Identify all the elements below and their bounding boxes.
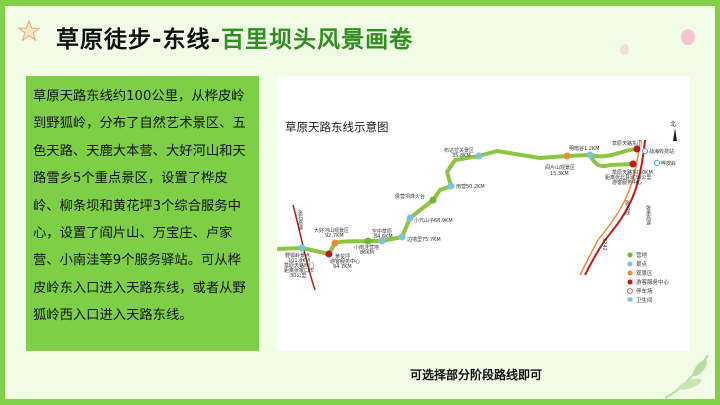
- label-east-exit: 草原天路东口0KM: [612, 169, 653, 176]
- label-houying: 侯营坝烽火台: [395, 193, 425, 200]
- label-yehu-km: 101.8KM: [288, 258, 310, 264]
- map-element: 观景区: [636, 270, 653, 277]
- route-line: [277, 147, 638, 256]
- point-scenic: [475, 152, 483, 160]
- label-xiaonanwa: 小南洼营地: [354, 244, 379, 251]
- flower-decoration: [620, 44, 629, 55]
- label-dahao-km: 92.7KM: [325, 233, 344, 239]
- label-dahao: 大好河山观景区: [314, 227, 349, 234]
- label-kongzhong-km: 84.6KM: [374, 234, 393, 240]
- map-element: [678, 378, 702, 390]
- map-legend: 营地 景点 观景区 游客服务中心 停车场 卫生间: [627, 251, 670, 304]
- map-element: 景点: [636, 261, 648, 268]
- map-element: 游客服务中心: [636, 278, 670, 286]
- north-arrow-icon: [673, 128, 677, 141]
- point-scenic: [586, 151, 594, 159]
- label-yehu: 野狐岭景点: [285, 252, 310, 259]
- label-budala: 布达拉关景区: [444, 147, 474, 154]
- parking-icon: [627, 288, 633, 294]
- label-yanpian: 阎片山观景区: [545, 164, 575, 171]
- north-label: 北: [670, 120, 676, 128]
- point-service-center: [629, 160, 637, 168]
- label-bianqiang: 边墙里75.7KM: [407, 236, 441, 243]
- label-xiaonanwa-km: 86KM: [360, 250, 374, 256]
- legend-camp-icon: [627, 252, 633, 258]
- point-scenic: [406, 214, 414, 222]
- point-camp: [364, 237, 372, 245]
- point-service-center: [325, 250, 333, 258]
- label-xiaoyuan: 小元山子68.9KM: [414, 217, 453, 224]
- point-service-center: [633, 145, 641, 153]
- flower-decoration: [681, 29, 695, 45]
- label-yehu-dist: 距离张家口市: [284, 267, 314, 274]
- point-toll: [642, 148, 648, 154]
- map-element: [692, 359, 708, 377]
- map-element: 停车场: [636, 287, 653, 295]
- map-element: 营地: [636, 251, 648, 259]
- label-east-center: 游客服务中心: [612, 179, 642, 186]
- description-panel: 草原天路东线约100公里，从桦皮岭到野狐岭，分布了自然艺术景区、五色天路、天鹿大…: [26, 76, 259, 351]
- label-east-dist: 距离张北县城30公里: [605, 174, 651, 181]
- title-part2: 百里坝头风景画卷: [221, 27, 414, 53]
- title-part1: 草原徒步-东线-: [56, 27, 222, 53]
- legend-service-icon: [627, 279, 633, 285]
- leaf-decoration: [664, 354, 709, 399]
- label-huapi: 桦皮岭: [661, 160, 676, 167]
- label-huanghua: 黄花坪: [335, 253, 350, 260]
- point-viewpoint: [563, 152, 571, 160]
- label-mingan: 明暗谷1.2KM: [569, 145, 600, 152]
- route-map: 草原天路东线示意图 北 布达拉关景区 35.8KM 明暗谷1.2KM 阎片山观景…: [277, 76, 690, 351]
- label-yehu-gate: 草原天路西门: [284, 262, 314, 269]
- label-road-s242: S242: [601, 238, 607, 251]
- point-scenic: [298, 244, 306, 252]
- legend-scenic-icon: [627, 261, 633, 267]
- map-element: 草原天路东线示意图 北 布达拉关景区 35.8KM 明暗谷1.2KM 阎片山观景…: [284, 120, 677, 279]
- label-road-cheng: 张承高速: [645, 204, 651, 226]
- label-huanghua-km: 94.7KM: [333, 264, 352, 270]
- label-kongzhong: 空中草原: [372, 228, 392, 235]
- point-scenic: [447, 182, 455, 190]
- map-element: [18, 20, 40, 42]
- point-scenic: [378, 237, 386, 245]
- star-icon: [18, 20, 40, 42]
- highway-east-2: [579, 139, 641, 276]
- route-map-graphic: 草原天路东线示意图 北 布达拉关景区 35.8KM 明暗谷1.2KM 阎片山观景…: [277, 120, 677, 304]
- map-title: 草原天路东线示意图: [285, 120, 389, 134]
- point-scenic: [398, 233, 406, 241]
- point-camp: [429, 196, 437, 204]
- caption: 可选择部分阶段路线即可: [410, 368, 543, 382]
- map-element: 卫生间: [636, 296, 653, 304]
- point-huapi: [654, 160, 660, 166]
- highway-east: [584, 139, 646, 276]
- legend-viewpoint-icon: [627, 270, 633, 276]
- label-road-gu: 张沽线: [624, 199, 630, 215]
- label-huanghua-sub: 游客服务中心: [330, 258, 360, 265]
- point-viewpoint: [331, 239, 339, 247]
- label-yanpian-km: 15.3KM: [550, 171, 569, 177]
- label-road-west: 张石高速: [297, 209, 303, 231]
- label-east-gate: 草原天路东门: [612, 140, 642, 147]
- label-budala-km: 35.8KM: [452, 153, 471, 159]
- page-title: 草原徒步-东线-百里坝头风景画卷: [56, 20, 413, 54]
- toilet-icon: [627, 297, 633, 302]
- label-yehu-dist2: 30公里: [290, 273, 306, 279]
- label-toll: 战海收费站: [649, 148, 674, 155]
- label-nanying: 南营50.2KM: [456, 183, 485, 190]
